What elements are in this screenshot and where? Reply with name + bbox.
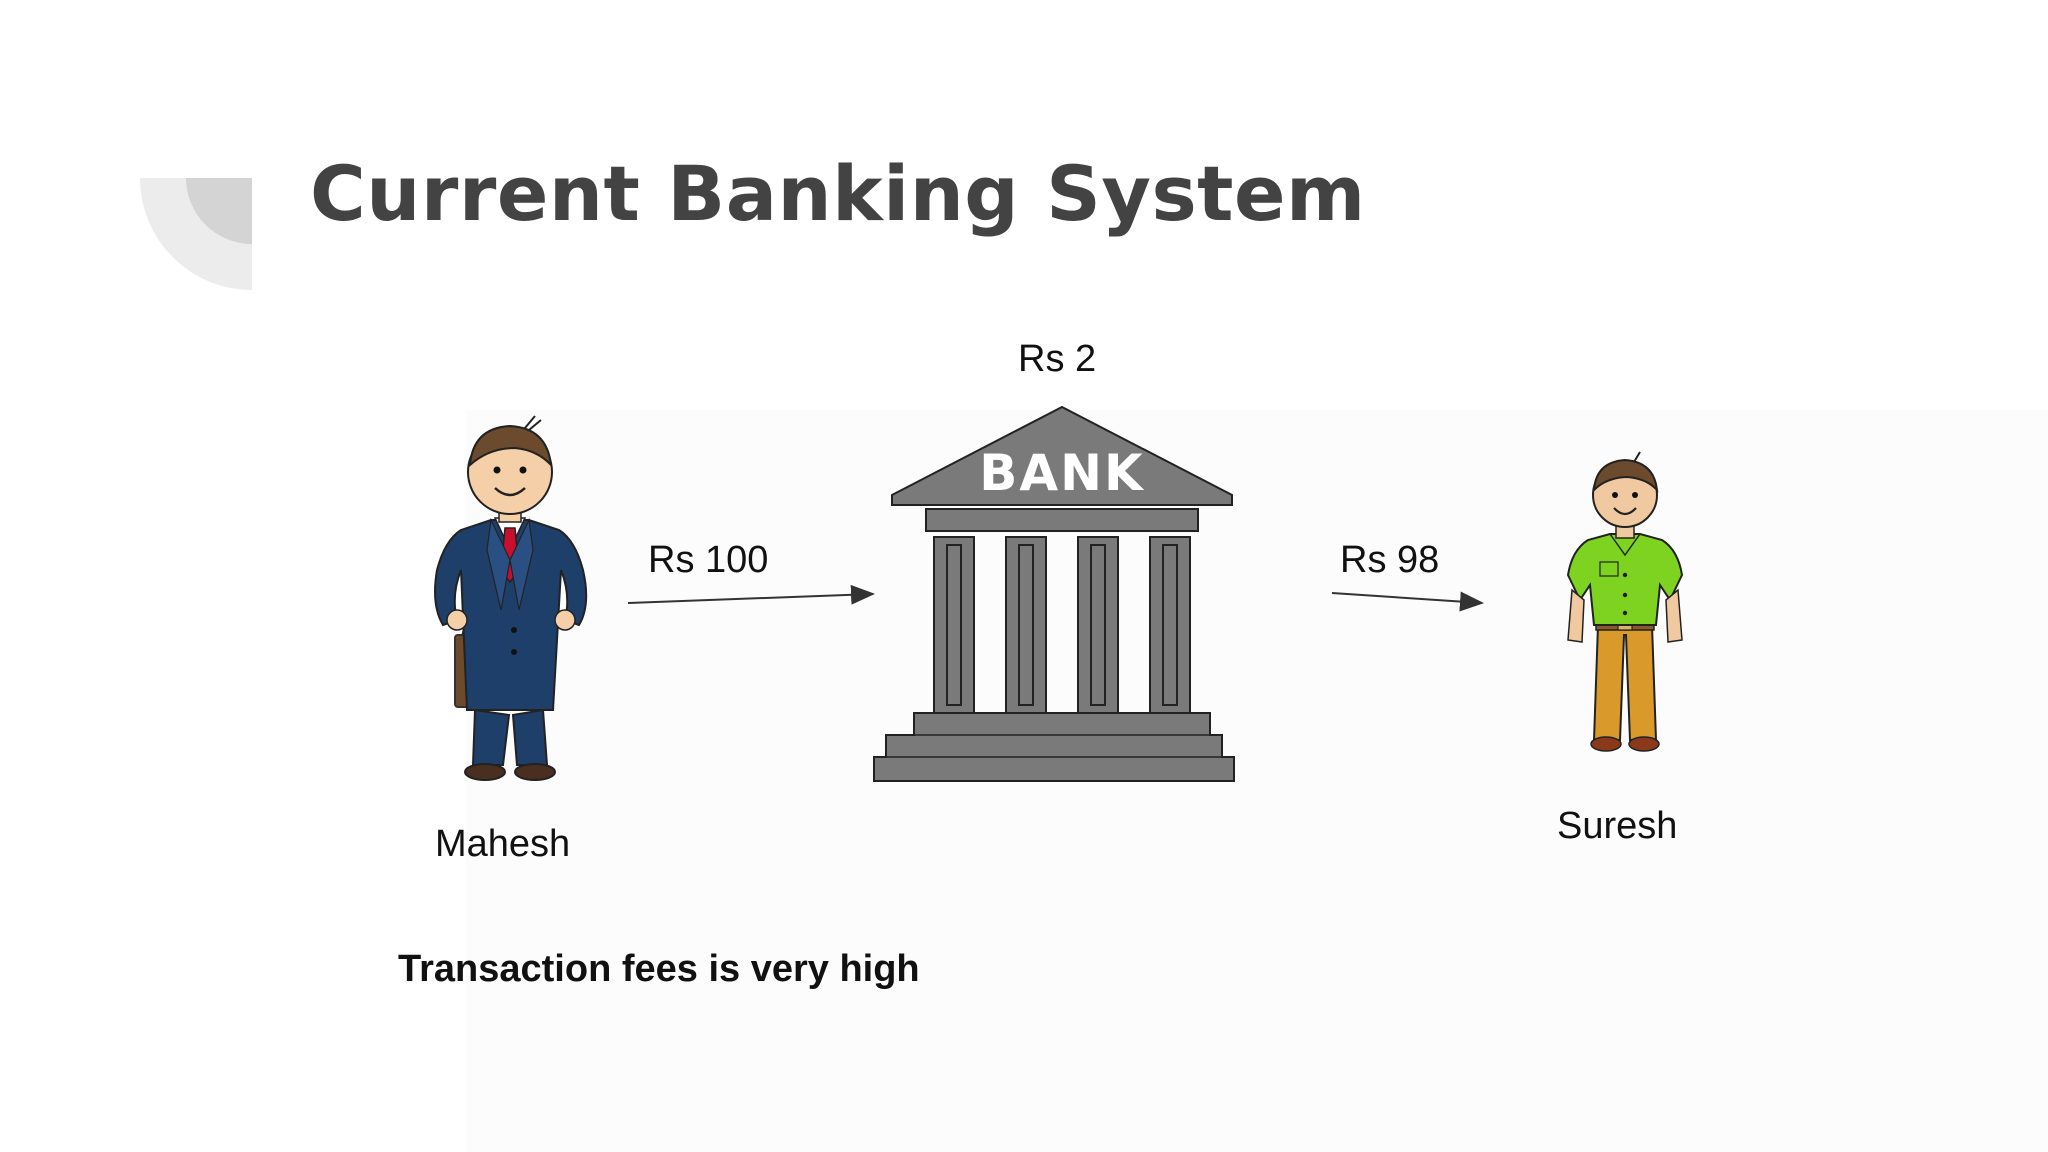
arrow-mahesh-to-bank xyxy=(627,584,875,605)
background-panel xyxy=(466,410,2048,1152)
transfer-amount-to-bank: Rs 100 xyxy=(648,539,769,581)
bank-building: BANK xyxy=(873,405,1235,782)
slide-title: Current Banking System xyxy=(310,149,1366,238)
footer-note: Transaction fees is very high xyxy=(398,948,920,990)
bank-icon xyxy=(873,405,1235,782)
bank-sign: BANK xyxy=(979,444,1145,502)
corner-decoration xyxy=(140,178,252,290)
mahesh-figure xyxy=(434,415,588,781)
suresh-figure xyxy=(1566,451,1684,752)
bank-fee-label: Rs 2 xyxy=(1018,338,1097,380)
transfer-amount-to-suresh: Rs 98 xyxy=(1340,539,1440,581)
sender-name-label: Mahesh xyxy=(435,823,571,865)
receiver-name-label: Suresh xyxy=(1557,805,1678,847)
arrow-bank-to-suresh xyxy=(1331,591,1484,612)
